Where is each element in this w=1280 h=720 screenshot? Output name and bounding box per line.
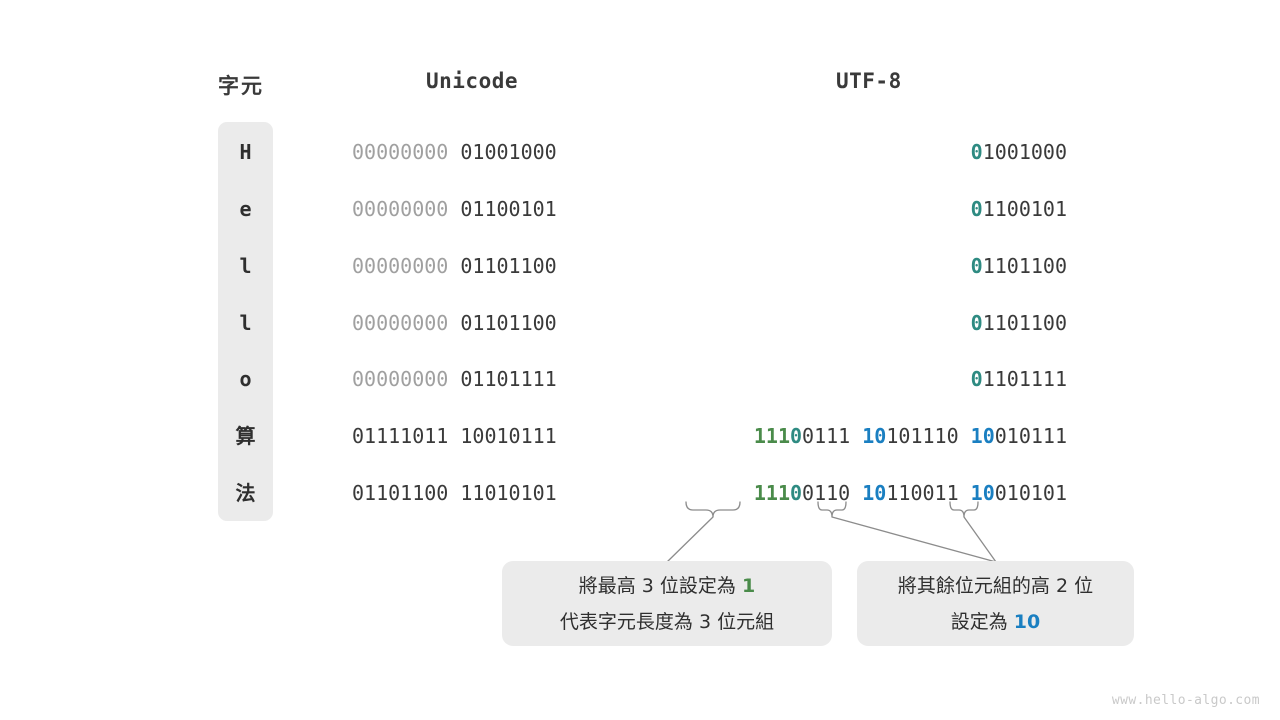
annotation-line: 設定為 10 xyxy=(951,604,1041,640)
column-header-unicode: Unicode xyxy=(426,69,519,93)
annotation-text: 設定為 xyxy=(950,610,1014,633)
bit-segment: 01101111 xyxy=(460,367,557,391)
bit-segment: 10010111 xyxy=(460,424,557,448)
bit-segment: 0 xyxy=(970,311,983,335)
bit-segment: 010101 xyxy=(994,481,1067,505)
unicode-bits: 01111011 10010111 xyxy=(352,421,557,451)
annotation-text: 將最高 3 位設定為 xyxy=(578,574,742,597)
bit-segment: 1101100 xyxy=(982,254,1067,278)
bit-segment: 01101100 xyxy=(460,311,557,335)
bit-segment: 11010101 xyxy=(460,481,557,505)
character-column-panel xyxy=(218,122,273,521)
brace-leading-bits xyxy=(685,501,741,518)
utf8-bits: 11100111 10101110 10010111 xyxy=(754,421,1067,451)
bit-segment: 0 xyxy=(970,254,983,278)
annotation-line: 代表字元長度為 3 位元組 xyxy=(560,604,774,640)
unicode-bits: 00000000 01100101 xyxy=(352,194,557,224)
unicode-bits: 00000000 01101100 xyxy=(352,308,557,338)
bit-segment: 010111 xyxy=(994,424,1067,448)
leader-line-note2-b xyxy=(963,516,997,563)
bit-segment: 0 xyxy=(790,481,803,505)
bit-segment: 00000000 xyxy=(352,254,461,278)
character-cell: 法 xyxy=(235,481,256,505)
bit-segment: 1101111 xyxy=(982,367,1067,391)
utf8-bits: 01101100 xyxy=(971,251,1067,281)
bit-segment: 0 xyxy=(970,197,983,221)
column-header-utf8: UTF-8 xyxy=(836,69,902,93)
unicode-bits: 00000000 01101100 xyxy=(352,251,557,281)
bit-segment: 111 xyxy=(753,481,790,505)
annotation-line: 將最高 3 位設定為 1 xyxy=(579,568,755,604)
utf8-bits: 01001000 xyxy=(971,137,1067,167)
bit-segment: 01101100 xyxy=(460,254,557,278)
column-header-character: 字元 xyxy=(218,74,264,98)
annotation-text: 代表字元長度為 3 位元組 xyxy=(559,610,775,633)
bit-segment: 00000000 xyxy=(352,140,461,164)
unicode-bits: 01101100 11010101 xyxy=(352,478,557,508)
bit-segment: 1001000 xyxy=(982,140,1067,164)
character-cell: l xyxy=(239,311,252,335)
bit-segment: 101110 xyxy=(886,424,971,448)
leader-line-note2-a xyxy=(831,516,997,563)
watermark: www.hello-algo.com xyxy=(1111,693,1260,708)
bit-segment: 00000000 xyxy=(352,197,461,221)
character-cell: o xyxy=(239,367,252,391)
bit-segment: 10 xyxy=(862,481,887,505)
bit-segment: 110011 xyxy=(886,481,971,505)
annotation-box: 將最高 3 位設定為 1 代表字元長度為 3 位元組 xyxy=(502,561,832,646)
bit-segment: 1101100 xyxy=(982,311,1067,335)
character-cell: e xyxy=(239,197,252,221)
bit-segment: 111 xyxy=(753,424,790,448)
bit-segment: 10 xyxy=(862,424,887,448)
bit-segment: 0111 xyxy=(802,424,863,448)
bit-segment: 10 xyxy=(970,424,995,448)
bit-segment: 01101100 xyxy=(352,481,461,505)
annotation-box: 將其餘位元組的高 2 位設定為 10 xyxy=(857,561,1134,646)
bit-segment: 0 xyxy=(970,367,983,391)
bit-segment: 0 xyxy=(970,140,983,164)
utf8-bits: 11100110 10110011 10010101 xyxy=(754,478,1067,508)
bit-segment: 0110 xyxy=(802,481,863,505)
character-cell: 算 xyxy=(235,424,256,448)
annotation-text: 1 xyxy=(741,574,756,597)
utf8-bits: 01101100 xyxy=(971,308,1067,338)
unicode-bits: 00000000 01001000 xyxy=(352,137,557,167)
annotation-text: 將其餘位元組的高 2 位 xyxy=(897,574,1094,597)
utf8-bits: 01100101 xyxy=(971,194,1067,224)
unicode-bits: 00000000 01101111 xyxy=(352,364,557,394)
bit-segment: 1100101 xyxy=(982,197,1067,221)
leader-line-note1 xyxy=(666,516,714,563)
character-cell: l xyxy=(239,254,252,278)
utf8-bits: 01101111 xyxy=(971,364,1067,394)
annotation-line: 將其餘位元組的高 2 位 xyxy=(898,568,1093,604)
bit-segment: 0 xyxy=(790,424,803,448)
bit-segment: 10 xyxy=(970,481,995,505)
bit-segment: 01100101 xyxy=(460,197,557,221)
annotation-text: 10 xyxy=(1013,610,1041,633)
bit-segment: 00000000 xyxy=(352,311,461,335)
bit-segment: 01001000 xyxy=(460,140,557,164)
character-cell: H xyxy=(239,140,252,164)
bit-segment: 01111011 xyxy=(352,424,461,448)
bit-segment: 00000000 xyxy=(352,367,461,391)
